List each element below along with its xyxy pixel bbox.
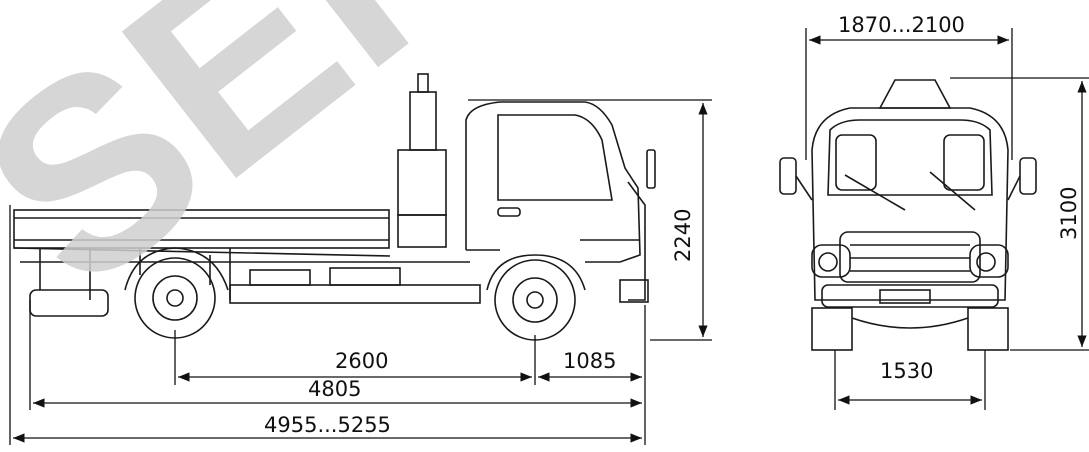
side-view-dimensions	[9, 99, 712, 445]
watermark: SER	[0, 0, 553, 346]
dim-total-length: 4955...5255	[264, 413, 391, 437]
dim-front-width: 1870...2100	[838, 13, 965, 37]
dim-wheelbase: 2600	[335, 349, 388, 373]
side-view-truck	[13, 73, 656, 341]
dim-side-height: 2240	[671, 209, 695, 262]
front-view-dimensions	[805, 28, 1089, 410]
dim-front-height: 3100	[1057, 187, 1081, 240]
front-view-truck	[779, 79, 1037, 351]
dim-front-track: 1530	[880, 359, 933, 383]
dim-frame-length: 4805	[308, 377, 361, 401]
dim-front-overhang: 1085	[563, 349, 616, 373]
